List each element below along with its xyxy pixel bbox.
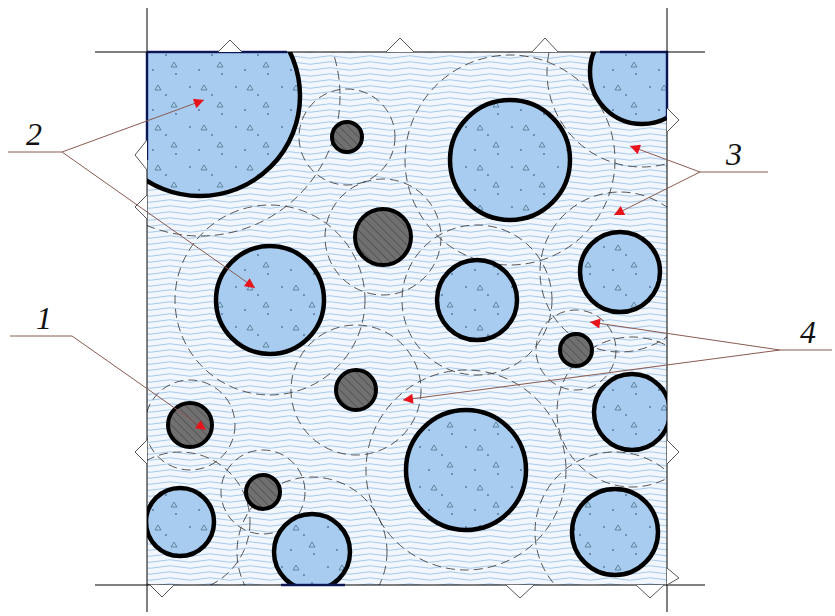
break-mark	[532, 38, 558, 52]
aggregate-grain	[147, 488, 214, 556]
dense-particle	[355, 209, 411, 265]
leader-shelf	[8, 152, 62, 153]
contact-zone	[325, 179, 441, 295]
break-mark	[667, 440, 679, 464]
contact-zone	[147, 380, 235, 470]
leader-line	[614, 172, 700, 215]
cut-edge	[147, 52, 287, 160]
contact-zone	[540, 192, 667, 352]
aggregate-grain	[450, 100, 570, 220]
section-lines	[95, 8, 705, 612]
break-mark	[135, 440, 147, 464]
leader-shelf	[10, 336, 72, 337]
cut-edges	[147, 52, 667, 585]
aggregate-grains	[147, 52, 667, 585]
break-mark	[218, 40, 242, 52]
aggregate-grain	[216, 246, 324, 354]
leader-line	[62, 152, 255, 288]
aggregate-grain	[147, 52, 300, 196]
aggregate-grain	[594, 374, 667, 450]
callout-number: 4	[800, 316, 816, 348]
section-line	[95, 585, 705, 586]
contact-zone	[535, 452, 667, 585]
contact-zone	[366, 370, 566, 570]
break-mark	[667, 568, 679, 585]
contact-zone	[147, 52, 340, 236]
contact-zone	[291, 325, 421, 455]
section-line	[147, 8, 148, 612]
leader-line	[72, 336, 206, 430]
leader-shelf	[700, 172, 768, 173]
leader-line	[62, 100, 204, 152]
aggregate-grain	[572, 489, 658, 575]
break-mark	[135, 195, 147, 219]
leader-line	[630, 146, 700, 172]
aggregate-grain	[274, 514, 350, 585]
leader-line	[403, 350, 780, 400]
section-line	[667, 8, 668, 612]
callout-number: 2	[26, 118, 42, 150]
contact-zone	[147, 452, 250, 585]
break-mark	[135, 140, 147, 170]
contact-zone	[402, 225, 552, 375]
leader-line	[590, 322, 780, 350]
contact-zone	[175, 205, 365, 395]
break-mark	[386, 38, 414, 52]
break-mark	[636, 585, 664, 598]
aggregate-grain	[580, 232, 660, 312]
dense-particle	[168, 403, 212, 447]
leader-lines	[8, 100, 832, 430]
contact-zone	[299, 89, 395, 185]
dense-particle	[560, 334, 592, 366]
cut-edge	[600, 52, 667, 118]
contact-zone	[405, 55, 615, 265]
break-marks	[135, 38, 679, 598]
aggregate-grain	[406, 410, 526, 530]
dense-particles	[168, 122, 592, 509]
dense-particle	[336, 370, 376, 410]
dense-particle	[246, 475, 280, 509]
break-mark	[150, 585, 174, 597]
leader-shelf	[780, 350, 832, 351]
callout-number: 1	[36, 302, 52, 334]
break-mark	[667, 108, 679, 132]
dense-particle	[332, 122, 362, 152]
callout-number: 3	[726, 138, 742, 170]
aggregate-grain	[590, 52, 667, 124]
aggregate-grain	[437, 260, 517, 340]
break-mark	[506, 585, 534, 598]
contact-zones	[147, 52, 667, 585]
